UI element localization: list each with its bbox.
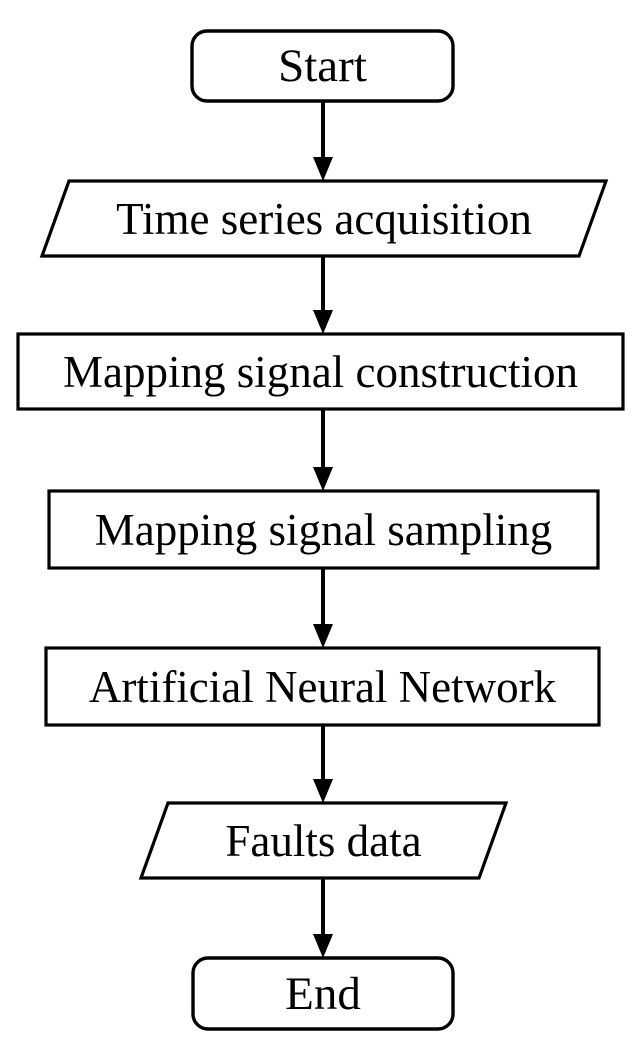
node-mapping-signal-construction-shape[interactable] — [16, 332, 625, 411]
connector-faults-data-to-end — [313, 878, 333, 958]
node-faults-data-shape[interactable] — [138, 801, 509, 880]
node-time-series-acquisition-shape[interactable] — [39, 179, 609, 258]
node-end-shape[interactable] — [191, 956, 455, 1031]
node-start-shape[interactable] — [190, 29, 455, 103]
node-mapping-signal-sampling-shape[interactable] — [47, 489, 600, 570]
connector-construction-to-sampling — [313, 409, 333, 491]
arrowhead-icon — [313, 310, 333, 334]
connector-start-to-time-series — [313, 101, 333, 181]
connector-sampling-to-ann — [313, 568, 333, 648]
arrowhead-icon — [313, 157, 333, 181]
arrowhead-icon — [313, 624, 333, 648]
node-artificial-neural-network-shape[interactable] — [44, 646, 601, 727]
arrowhead-icon — [313, 934, 333, 958]
arrowhead-icon — [313, 779, 333, 803]
arrowhead-icon — [313, 467, 333, 491]
connector-time-series-to-construction — [313, 256, 333, 334]
connector-ann-to-faults-data — [313, 725, 333, 803]
